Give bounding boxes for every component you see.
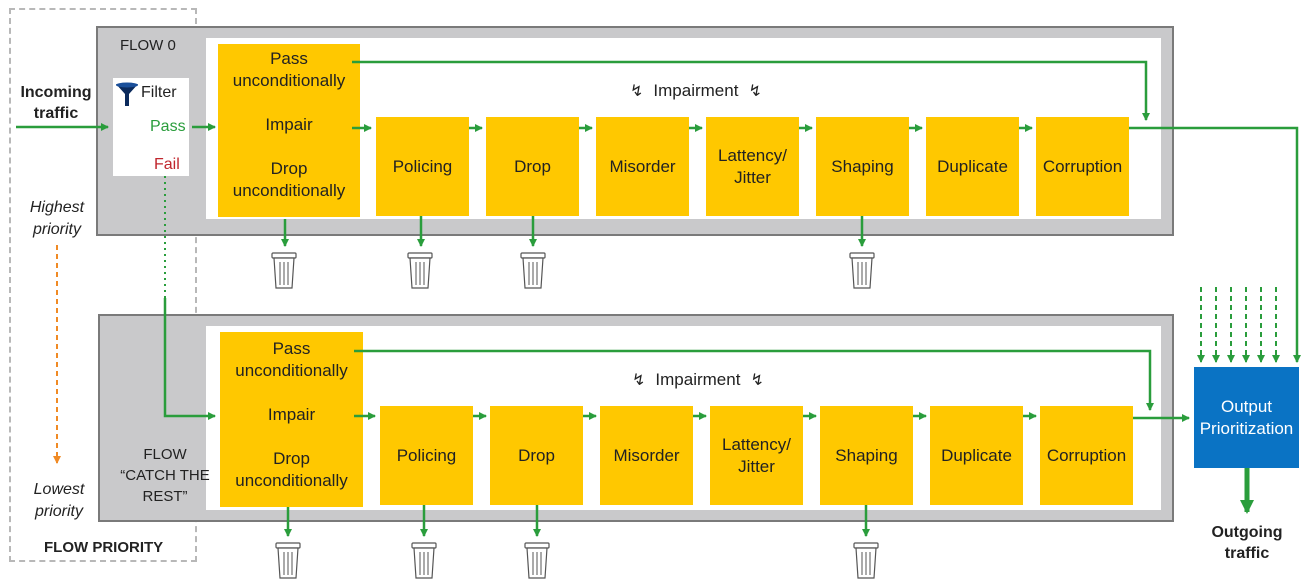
flow-0-stage-corruption: Corruption [1036,117,1129,216]
trash-can-icon [275,542,301,579]
flow-catch-rest-label: FLOW “CATCH THE REST” [120,446,210,505]
flow-catch-rest-stage-misorder: Misorder [600,406,693,505]
flow-0-label: FLOW 0 [120,37,176,54]
trash-can-icon [849,252,875,289]
lightning-icon: ↯ [750,372,764,389]
filter-fail-label: Fail [154,156,180,173]
lightning-icon: ↯ [632,372,646,389]
flow-0-impair: Impair [265,115,313,134]
trash-can-icon [520,252,546,289]
flow-priority-title: FLOW PRIORITY [44,539,164,556]
output-prioritization-box: Output Prioritization [1194,367,1299,468]
flow-0-stage-drop: Drop [486,117,579,216]
flow-catch-rest-stage-duplicate: Duplicate [930,406,1023,505]
lowest-priority-label: Lowest priority [33,481,85,520]
trash-can-icon [524,542,550,579]
flow-0-pass-unconditionally: Pass unconditionally [232,49,346,90]
flow-0-stage-misorder: Misorder [596,117,689,216]
lightning-icon: ↯ [630,83,644,100]
flow-priority-frame [9,8,197,562]
flow-catch-rest-stage-policing: Policing [380,406,473,505]
flow-catch-rest-stage-latency-jitter: Lattency/ Jitter [710,406,803,505]
trash-can-icon [407,252,433,289]
flow-0-drop-unconditionally: Drop unconditionally [232,159,346,200]
trash-can-icon [853,542,879,579]
flow-catch-rest-impair: Impair [267,405,316,424]
flow-0-action-block: Pass unconditionally Impair Drop uncondi… [218,44,360,217]
flow-0-stage-duplicate: Duplicate [926,117,1019,216]
flow-catch-rest-pass-unconditionally: Pass unconditionally [235,339,348,380]
flow-catch-rest-stage-corruption: Corruption [1040,406,1133,505]
flow-catch-rest-drop-unconditionally: Drop unconditionally [235,449,348,490]
flow-0-stage-policing: Policing [376,117,469,216]
flow-catch-rest-stage-shaping: Shaping [820,406,913,505]
incoming-traffic-label: Incoming traffic [20,84,92,122]
lightning-icon: ↯ [748,83,762,100]
filter-label: Filter [141,84,177,101]
flow-0-stage-shaping: Shaping [816,117,909,216]
filter-pass-label: Pass [150,118,186,135]
outgoing-traffic-label: Outgoing traffic [1211,524,1283,562]
trash-can-icon [411,542,437,579]
flow-catch-rest-action-block: Pass unconditionally Impair Drop uncondi… [220,332,363,507]
highest-priority-label: Highest priority [29,199,85,238]
flow-0-stage-latency-jitter: Lattency/ Jitter [706,117,799,216]
flow-0-impairment-label: ↯ Impairment ↯ [630,81,762,100]
trash-can-icon [271,252,297,289]
funnel-icon [116,82,138,106]
flow-catch-rest-stage-drop: Drop [490,406,583,505]
flow-catch-rest-impairment-label: ↯ Impairment ↯ [632,370,764,389]
